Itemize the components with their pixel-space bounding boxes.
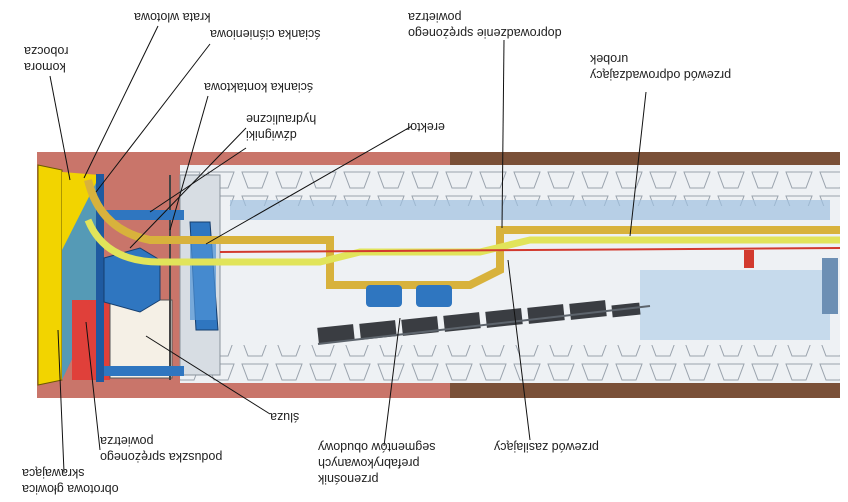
label-glowica-1: skrawająca bbox=[22, 466, 85, 480]
label-dzwigniki-2: dźwigniki bbox=[246, 128, 297, 142]
conveyor-rail bbox=[317, 305, 651, 345]
hydraulic-jacks-top bbox=[104, 210, 184, 220]
backup-frame bbox=[230, 200, 830, 220]
airlock-valve bbox=[744, 250, 754, 268]
label-doprowadzenie-2: doprowadzenie sprężonego bbox=[408, 26, 562, 40]
feed-pipe bbox=[84, 178, 840, 289]
lining-segments-bottom bbox=[180, 345, 840, 383]
label-sluza: śluza bbox=[270, 410, 300, 424]
return-pipe bbox=[84, 218, 840, 266]
label-dzwigniki-1: hydrauliczne bbox=[246, 112, 317, 126]
label-odprowadzajacy-2: przewód odprowadzający bbox=[590, 68, 732, 82]
pump-2 bbox=[416, 285, 452, 307]
erector-ring bbox=[190, 236, 216, 320]
label-przenosnik-2: prefabrykowanych bbox=[318, 456, 420, 470]
label-scianka-kontaktowa: ścianka kontaktowa bbox=[204, 80, 314, 94]
backup-gantry bbox=[640, 270, 830, 340]
red-line bbox=[219, 247, 841, 253]
label-przenosnik-1: segmentów obudowy bbox=[318, 440, 436, 454]
lining-segments-top bbox=[180, 168, 840, 206]
label-doprowadzenie-1: powietrza bbox=[408, 10, 462, 24]
leader-lines bbox=[49, 25, 647, 473]
label-erektor: erektor bbox=[406, 120, 445, 134]
pump-1 bbox=[366, 285, 402, 307]
label-poduszka-1: powietrza bbox=[100, 434, 154, 448]
label-krata-wlotowa: krata wlotowa bbox=[134, 10, 211, 24]
label-przenosnik-3: przenośnik bbox=[318, 472, 379, 486]
label-komora-robocza-2: komora bbox=[24, 60, 66, 74]
label-scianka-cisnieniowa: ścianka ciśnieniowa bbox=[210, 27, 321, 41]
airlock-chamber bbox=[109, 299, 173, 379]
label-zasilajacy: przewód zasilający bbox=[494, 440, 599, 454]
label-odprowadzajacy-1: urobek bbox=[590, 52, 629, 66]
label-glowica-2: obrotowa głowica bbox=[22, 482, 119, 496]
label-komora-robocza-1: robocza bbox=[24, 44, 69, 58]
pressure-bulkhead bbox=[96, 174, 104, 382]
tank bbox=[822, 258, 838, 314]
label-poduszka-2: poduszka sprężonego bbox=[100, 450, 223, 464]
cutter-head bbox=[37, 164, 63, 386]
hydraulic-jacks-bottom bbox=[104, 366, 184, 376]
